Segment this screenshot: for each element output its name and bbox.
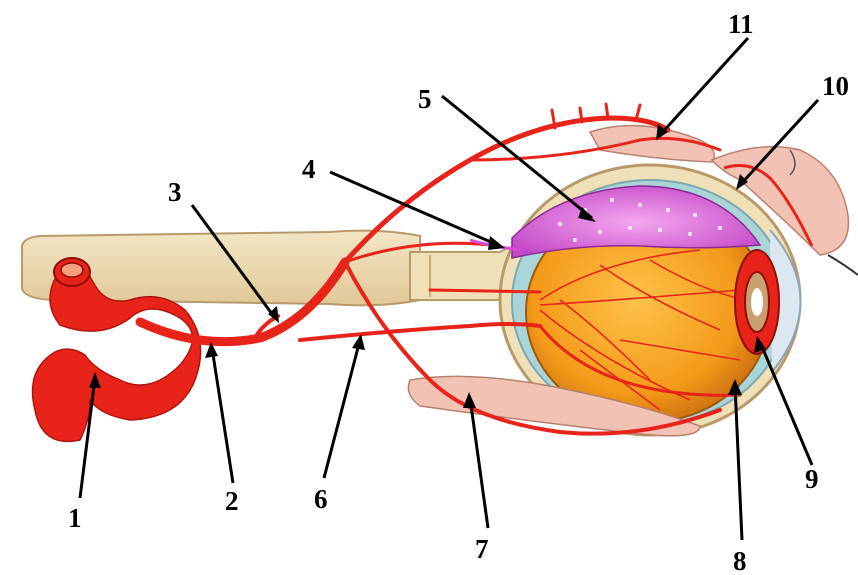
label-5: 5 (418, 84, 432, 114)
label-6: 6 (314, 484, 328, 514)
label-2: 2 (225, 486, 239, 516)
label-9: 9 (805, 464, 819, 494)
label-8: 8 (733, 546, 747, 575)
label-1: 1 (68, 503, 82, 533)
label-4: 4 (302, 154, 316, 184)
label-7: 7 (475, 534, 489, 564)
label-10: 10 (822, 71, 849, 101)
label-11: 11 (728, 9, 754, 39)
label-3: 3 (168, 177, 182, 207)
